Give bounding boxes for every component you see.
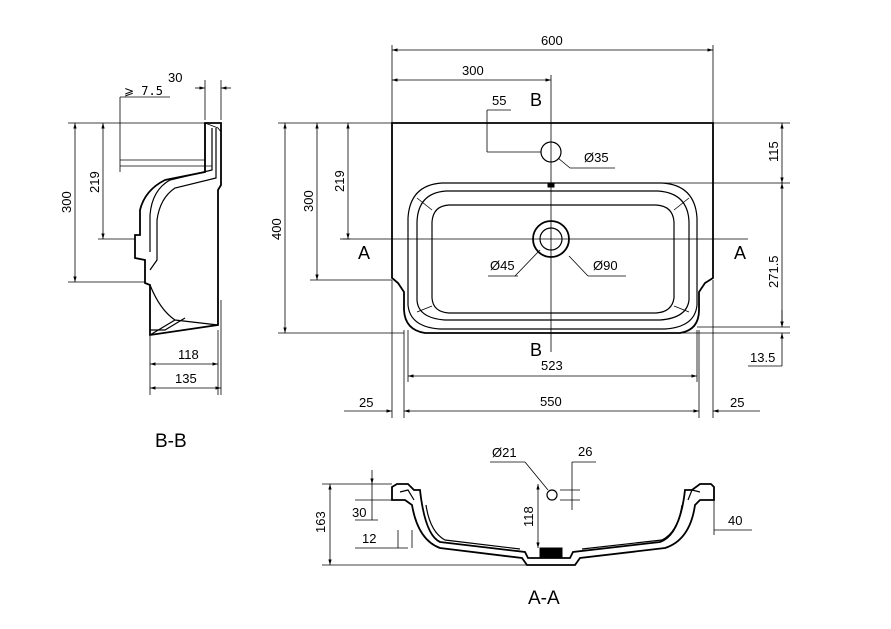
dim-overall-width: 600 — [541, 33, 563, 48]
side-section-bb: 30 ⩾ 7.5 300 219 118 135 B-B — [59, 70, 231, 452]
front-dim-edge-40: 40 — [728, 513, 742, 528]
dim-bowl-depth: 271.5 — [766, 255, 781, 288]
overflow-hole — [546, 489, 558, 501]
dim-half-width: 300 — [462, 63, 484, 78]
front-dim-overflow-hole: Ø21 — [492, 445, 517, 460]
bowl-inner — [431, 204, 675, 314]
bowl-middle — [416, 190, 690, 321]
side-dim-width-118: 118 — [178, 347, 199, 362]
side-dim-width-135: 135 — [175, 371, 197, 386]
front-dim-wall-12: 12 — [362, 531, 376, 546]
dim-right-margin: 25 — [730, 395, 744, 410]
dim-drain-small: Ø45 — [490, 258, 515, 273]
dim-left-margin: 25 — [359, 395, 373, 410]
section-mark-a-left: A — [358, 243, 370, 263]
dim-height-219: 219 — [332, 170, 347, 192]
front-section-aa: Ø21 26 118 163 30 12 40 A-A — [313, 444, 752, 609]
bowl-outer — [407, 182, 698, 330]
front-dim-rim-30: 30 — [352, 505, 366, 520]
dim-tap-offset: 55 — [492, 93, 506, 108]
dim-base-width: 550 — [540, 394, 562, 409]
top-view: A A B B 600 300 55 Ø35 Ø45 Ø90 115 — [269, 33, 790, 418]
dim-tap-hole: Ø35 — [584, 150, 609, 165]
section-mark-a-right: A — [734, 243, 746, 263]
side-dim-rim: 30 — [168, 70, 182, 85]
front-dim-depth-118: 118 — [521, 506, 536, 527]
side-profile — [134, 122, 222, 337]
front-profile — [391, 483, 715, 566]
front-dim-height-163: 163 — [313, 511, 328, 533]
front-dim-offset-26: 26 — [578, 444, 592, 459]
section-mark-b-top: B — [530, 90, 542, 110]
side-section-title: B-B — [155, 431, 187, 452]
dim-drain-large: Ø90 — [593, 258, 618, 273]
dim-total-height: 400 — [269, 218, 284, 240]
dim-bowl-width: 523 — [541, 358, 563, 373]
dim-bottom-offset: 13.5 — [750, 350, 775, 365]
side-dim-slope: ⩾ 7.5 — [124, 84, 163, 98]
side-dim-height-300: 300 — [59, 191, 74, 213]
side-dim-height-219: 219 — [87, 171, 102, 193]
dim-top-depth: 115 — [766, 141, 781, 162]
section-mark-b-bottom: B — [530, 340, 542, 360]
dim-height-300: 300 — [301, 190, 316, 212]
front-section-title: A-A — [528, 588, 560, 609]
